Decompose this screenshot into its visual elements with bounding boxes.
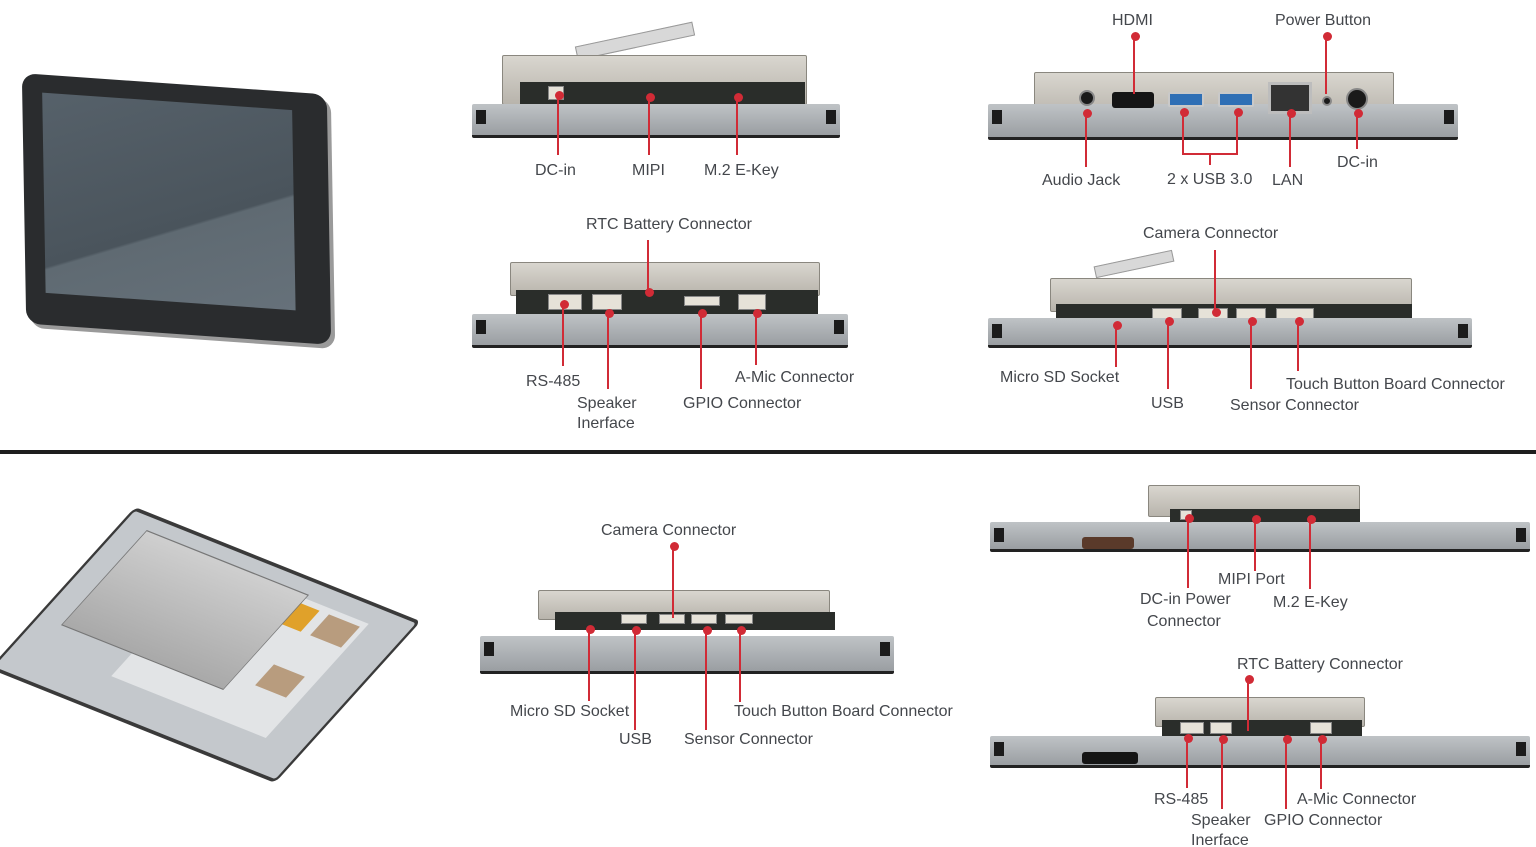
panel-frame bbox=[472, 104, 840, 138]
label-rs485: RS-485 bbox=[526, 373, 581, 390]
tablet-screen bbox=[42, 92, 296, 311]
label-mipi: MIPI bbox=[632, 162, 665, 179]
label-micro-sd: Micro SD Socket bbox=[510, 703, 630, 720]
usb-connector bbox=[621, 614, 647, 624]
usb3-port-2 bbox=[1218, 92, 1254, 107]
label-usb3: 2 x USB 3.0 bbox=[1167, 171, 1253, 188]
label-rs485: RS-485 bbox=[1154, 791, 1209, 808]
label-usb: USB bbox=[1151, 395, 1184, 412]
label-speaker-interface: Speaker Inerface bbox=[577, 395, 637, 432]
label-usb: USB bbox=[619, 731, 652, 748]
label-touch-button-board: Touch Button Board Connector bbox=[734, 703, 953, 720]
speaker-connector bbox=[1210, 722, 1232, 734]
label-hdmi: HDMI bbox=[1112, 12, 1153, 29]
pcb-board bbox=[520, 82, 805, 106]
touch-button-connector bbox=[725, 614, 753, 624]
tablet-front-image bbox=[21, 73, 332, 345]
label-rtc-battery: RTC Battery Connector bbox=[1237, 656, 1403, 673]
label-dc-in-connector: Connector bbox=[1147, 613, 1221, 630]
label-camera-connector: Camera Connector bbox=[1143, 225, 1279, 242]
open-frame-iso-image bbox=[0, 506, 421, 784]
panel-frame bbox=[480, 636, 894, 674]
power-button bbox=[1322, 96, 1332, 106]
sensor-connector bbox=[691, 614, 717, 624]
amic-connector bbox=[1310, 722, 1332, 734]
label-gpio-connector: GPIO Connector bbox=[1264, 812, 1383, 829]
speaker-connector bbox=[592, 294, 622, 310]
label-m2-e-key: M.2 E-Key bbox=[704, 162, 779, 179]
rs485-connector bbox=[1180, 722, 1204, 734]
label-camera-connector: Camera Connector bbox=[601, 522, 737, 539]
label-micro-sd: Micro SD Socket bbox=[1000, 369, 1120, 386]
gpio-connector bbox=[684, 296, 720, 306]
label-power-button: Power Button bbox=[1275, 12, 1372, 29]
panel-slot bbox=[1082, 752, 1138, 764]
label-audio-jack: Audio Jack bbox=[1042, 172, 1121, 189]
label-dc-in-power: DC-in Power bbox=[1140, 591, 1231, 608]
label-interface: Inerface bbox=[1191, 832, 1249, 847]
label-mipi-port: MIPI Port bbox=[1218, 571, 1285, 588]
usb3-port-1 bbox=[1168, 92, 1204, 107]
label-sensor-connector: Sensor Connector bbox=[1230, 397, 1359, 414]
flex-cable bbox=[1093, 249, 1175, 279]
label-sensor-connector: Sensor Connector bbox=[684, 731, 813, 748]
panel-frame bbox=[472, 314, 848, 348]
label-dc-in: DC-in bbox=[535, 162, 576, 179]
label-speaker: Speaker bbox=[1191, 812, 1251, 829]
panel-frame bbox=[990, 522, 1530, 552]
amic-connector bbox=[738, 294, 766, 310]
panel-slot bbox=[1082, 537, 1134, 549]
panel-frame bbox=[988, 318, 1472, 348]
label-m2-e-key: M.2 E-Key bbox=[1273, 594, 1348, 611]
dc-in-jack bbox=[1346, 88, 1368, 110]
label-rtc-battery: RTC Battery Connector bbox=[586, 216, 752, 233]
panel-frame bbox=[988, 104, 1458, 140]
label-amic-connector: A-Mic Connector bbox=[1297, 791, 1417, 808]
label-amic-connector: A-Mic Connector bbox=[735, 369, 855, 386]
hdmi-port bbox=[1112, 92, 1154, 108]
label-lan: LAN bbox=[1272, 172, 1304, 189]
section-divider bbox=[0, 450, 1536, 454]
audio-jack-port bbox=[1079, 90, 1095, 106]
label-dc-in: DC-in bbox=[1337, 154, 1378, 171]
label-touch-button-board: Touch Button Board Connector bbox=[1286, 376, 1505, 393]
panel-frame bbox=[990, 736, 1530, 768]
label-gpio-connector: GPIO Connector bbox=[683, 395, 802, 412]
